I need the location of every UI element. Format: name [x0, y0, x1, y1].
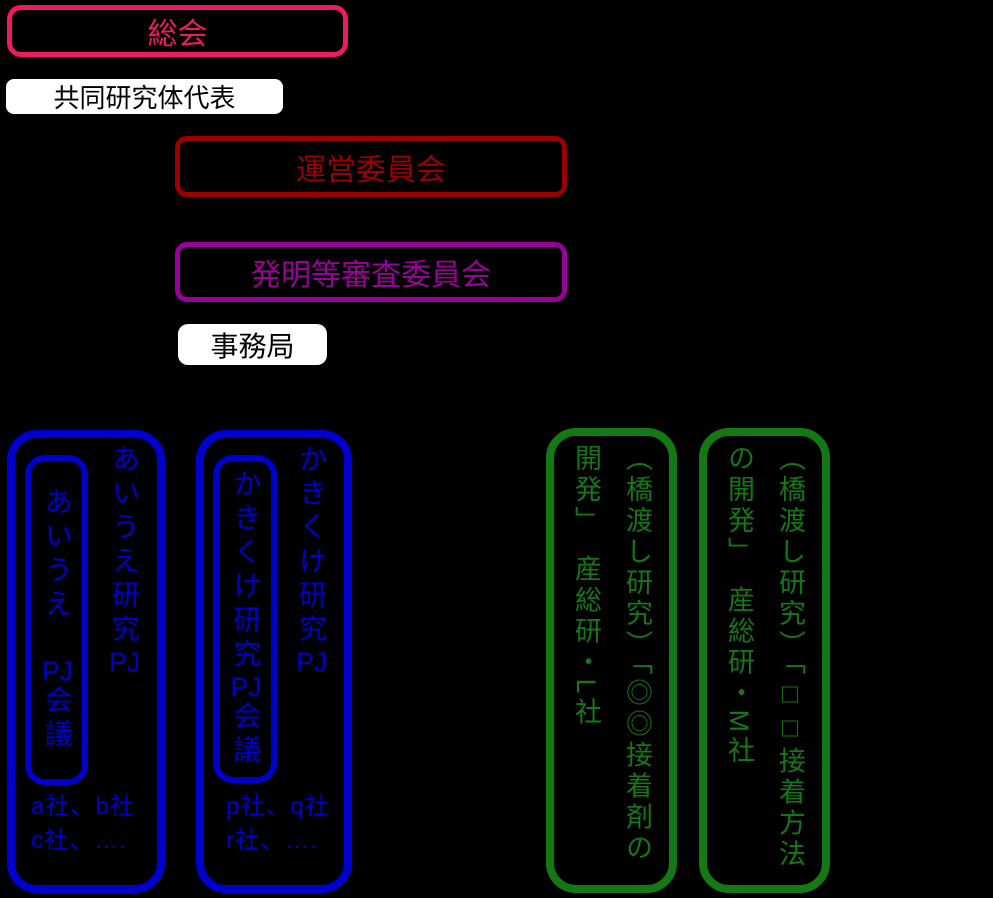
project-title-text-1: あいうえ研究 — [109, 444, 140, 648]
research-project-title-1: あいうえ研究PJ — [107, 444, 141, 676]
research-project-title-2: かきくけ研究PJ — [294, 444, 328, 676]
joint-research-representative-box: 共同研究体代表 — [6, 79, 283, 114]
bridge-label-line: の開発」 産総研・M社 — [724, 444, 754, 767]
project-title-pj-2: PJ — [296, 648, 327, 676]
secretariat-label: 事務局 — [210, 330, 295, 362]
general-assembly-box: 総会 — [7, 5, 348, 57]
steering-committee-box: 運営委員会 — [175, 136, 567, 197]
bridge-label-line: （橋渡し研究）「◎◎接着剤の — [622, 444, 652, 865]
meeting-label-pj-1: PJ — [41, 657, 73, 685]
member-line: c社、…. — [31, 827, 127, 854]
project-meeting-box-1: あいうえ PJ会議 — [25, 455, 88, 785]
project-meeting-label-1: あいうえ PJ会議 — [41, 487, 73, 753]
bridge-research-box-2: （橋渡し研究）「□□接着方法 の開発」 産総研・M社 — [699, 428, 830, 893]
member-company-list-2: p社、q社 r社、…. — [226, 790, 330, 858]
bridge-research-label-2: （橋渡し研究）「□□接着方法 の開発」 産総研・M社 — [713, 444, 815, 871]
meeting-label-pj-2: PJ — [230, 673, 262, 701]
joint-research-representative-label: 共同研究体代表 — [53, 83, 236, 113]
research-project-box-2: かきくけ研究PJ かきくけ研究PJ会議 p社、q社 r社、…. — [196, 430, 352, 893]
secretariat-box: 事務局 — [178, 324, 327, 365]
member-company-list-1: a社、b社 c社、…. — [31, 790, 135, 858]
invention-review-committee-box: 発明等審査委員会 — [175, 242, 567, 302]
general-assembly-label: 総会 — [147, 18, 208, 51]
meeting-label-pre-2: かきくけ研究 — [230, 469, 262, 673]
bridge-label-line: （橋渡し研究）「□□接着方法 — [775, 444, 805, 871]
bridge-research-box-1: （橋渡し研究）「◎◎接着剤の 開発」 産総研・L社 — [546, 428, 677, 893]
project-title-pj-1: PJ — [109, 648, 140, 676]
meeting-label-post-2: 会議 — [230, 701, 262, 769]
meeting-label-pre-1: あいうえ — [41, 487, 73, 657]
project-title-text-2: かきくけ研究 — [296, 444, 327, 648]
member-line: a社、b社 — [31, 793, 135, 820]
research-project-box-1: あいうえ研究PJ あいうえ PJ会議 a社、b社 c社、…. — [7, 430, 165, 893]
bridge-research-label-1: （橋渡し研究）「◎◎接着剤の 開発」 産総研・L社 — [560, 444, 662, 865]
project-meeting-box-2: かきくけ研究PJ会議 — [213, 455, 277, 783]
member-line: p社、q社 — [226, 793, 330, 820]
member-line: r社、…. — [226, 827, 318, 854]
steering-committee-label: 運営委員会 — [296, 153, 446, 187]
meeting-label-post-1: 会議 — [41, 685, 73, 753]
invention-review-committee-label: 発明等審査委員会 — [251, 259, 491, 292]
bridge-label-line: 開発」 産総研・L社 — [571, 444, 601, 729]
project-meeting-label-2: かきくけ研究PJ会議 — [230, 469, 261, 769]
